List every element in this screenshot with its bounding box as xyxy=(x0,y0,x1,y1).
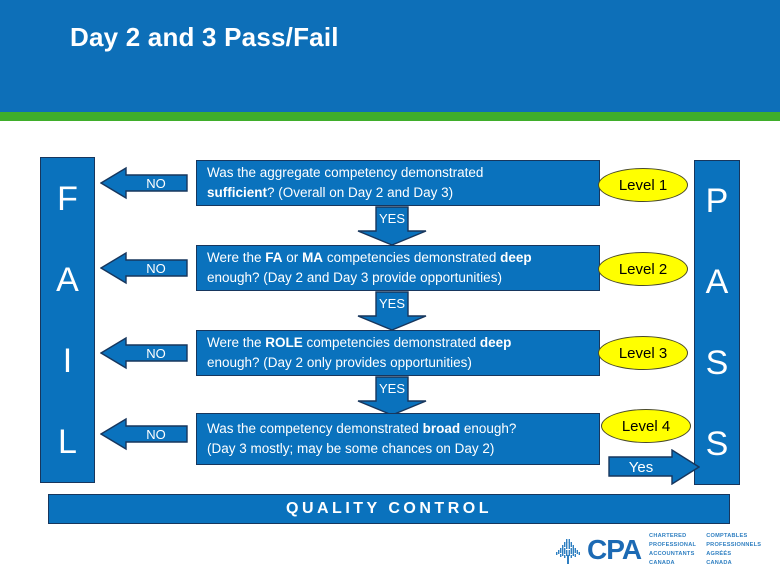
cpa-fr-line-1: COMPTABLES xyxy=(706,532,748,539)
down-arrow-icon xyxy=(357,291,427,331)
decision-text-step-3: Were the ROLE competencies demonstrated … xyxy=(207,335,512,370)
pass-letter-3: S xyxy=(705,343,729,382)
cpa-french-descriptor: COMPTABLES PROFESSIONNELS AGRÉÉS CANADA xyxy=(706,532,761,568)
left-arrow-icon xyxy=(100,336,188,370)
header-accent-bar xyxy=(0,112,780,121)
cpa-en-line-3: ACCOUNTANTS xyxy=(649,551,695,557)
yes-arrow-step-2[interactable]: YES xyxy=(355,291,429,331)
maple-leaf-icon xyxy=(556,539,580,564)
quality-control-label: QUALITY CONTROL xyxy=(286,500,492,517)
page-title: Day 2 and 3 Pass/Fail xyxy=(70,22,339,52)
right-arrow-icon xyxy=(608,449,700,485)
fail-letter-3: I xyxy=(62,341,73,380)
pass-column: P A S S xyxy=(694,160,740,485)
yes-arrow-step-4[interactable]: Yes xyxy=(608,449,700,485)
yes-arrow-step-1[interactable]: YES xyxy=(355,206,429,246)
fail-letter-4: L xyxy=(58,422,77,461)
cpa-wordmark: CPA xyxy=(587,534,642,565)
decision-text-step-4: Was the competency demonstrated broad en… xyxy=(207,421,517,456)
fail-column: F A I L xyxy=(40,157,95,483)
left-arrow-icon xyxy=(100,166,188,200)
cpa-fr-line-3: AGRÉÉS xyxy=(706,551,732,557)
level-badge-3: Level 3 xyxy=(598,336,688,370)
level-badge-1: Level 1 xyxy=(598,168,688,202)
pass-letter-2: A xyxy=(705,263,729,302)
level-badge-label-4: Level 4 xyxy=(621,417,671,435)
quality-control-bar: QUALITY CONTROL xyxy=(48,494,730,524)
decision-box-step-1[interactable]: Was the aggregate competency demonstrate… xyxy=(196,160,600,206)
left-arrow-icon xyxy=(100,251,188,285)
down-arrow-icon xyxy=(357,206,427,246)
level-badge-4: Level 4 xyxy=(601,409,691,443)
no-arrow-step-3[interactable]: NO xyxy=(100,336,188,370)
no-arrow-step-1[interactable]: NO xyxy=(100,166,188,200)
level-badge-2: Level 2 xyxy=(598,252,688,286)
cpa-fr-line-2: PROFESSIONNELS xyxy=(706,541,762,548)
decision-text-step-1: Was the aggregate competency demonstrate… xyxy=(207,165,484,200)
header-band xyxy=(0,0,780,112)
decision-box-step-4[interactable]: Was the competency demonstrated broad en… xyxy=(196,413,600,465)
level-badge-label-3: Level 3 xyxy=(618,344,668,362)
yes-arrow-step-3[interactable]: YES xyxy=(355,376,429,416)
pass-letter-4: S xyxy=(705,424,729,463)
cpa-en-line-4: CANADA xyxy=(649,560,675,567)
level-badge-label-2: Level 2 xyxy=(618,260,668,278)
no-arrow-step-4[interactable]: NO xyxy=(100,417,188,451)
decision-box-step-2[interactable]: Were the FA or MA competencies demonstra… xyxy=(196,245,600,291)
cpa-english-descriptor: CHARTERED PROFESSIONAL ACCOUNTANTS CANAD… xyxy=(649,532,696,568)
cpa-en-line-1: CHARTERED xyxy=(649,532,687,539)
decision-box-step-3[interactable]: Were the ROLE competencies demonstrated … xyxy=(196,330,600,376)
down-arrow-icon xyxy=(357,376,427,416)
decision-text-step-2: Were the FA or MA competencies demonstra… xyxy=(207,250,532,285)
cpa-logo: CPA CHARTERED PROFESSIONAL ACCOUNTANTS C… xyxy=(551,528,773,572)
cpa-fr-line-4: CANADA xyxy=(706,560,732,567)
no-arrow-step-2[interactable]: NO xyxy=(100,251,188,285)
pass-letter-1: P xyxy=(705,182,729,221)
left-arrow-icon xyxy=(100,417,188,451)
fail-letter-1: F xyxy=(57,179,78,218)
fail-letter-2: A xyxy=(56,260,79,299)
cpa-en-line-2: PROFESSIONAL xyxy=(649,541,697,548)
level-badge-label-1: Level 1 xyxy=(618,176,668,194)
